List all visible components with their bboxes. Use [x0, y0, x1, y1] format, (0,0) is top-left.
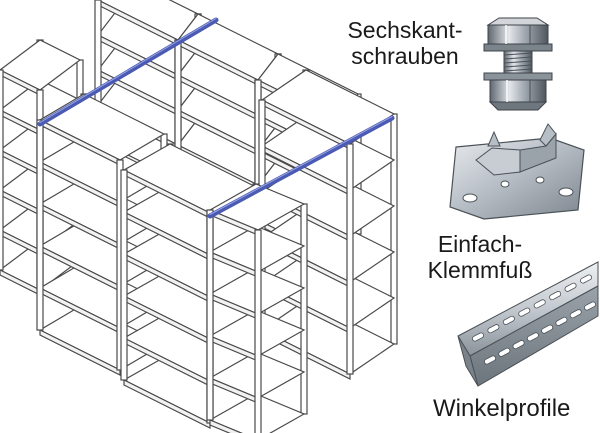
front-c-post-back-right — [300, 203, 308, 415]
connector-bar-rear-highlight — [39, 18, 217, 123]
angle-slot-bottom — [484, 355, 496, 365]
front-c-post-front-left — [206, 209, 214, 421]
front-a-shelf-lip-0 — [39, 329, 121, 376]
front-c-post-front-right — [254, 229, 262, 433]
side-right-post-back-right — [390, 113, 398, 345]
angle-slot-top — [564, 282, 577, 292]
angle-slot-top — [518, 307, 531, 317]
angle-slot-bottom — [584, 301, 596, 311]
hex-bolt-icon — [483, 17, 553, 111]
connector-bar-front-highlight — [209, 116, 393, 215]
hex-bolts-label: Sechskant- schrauben — [340, 17, 470, 70]
angle-slot-bottom — [512, 340, 525, 350]
hex-bolts-label-line2: schrauben — [351, 42, 459, 69]
front-b-post-front-left — [120, 169, 128, 381]
clamp-foot-label: Einfach- Klemmfuß — [410, 231, 550, 284]
angle-slot-top — [533, 299, 546, 309]
clamp-foot-icon — [449, 123, 585, 220]
connector-bar-front — [207, 115, 395, 219]
connector-bar-rear — [37, 17, 219, 127]
angle-slot-bottom — [498, 347, 511, 357]
clamp-foot-label-line1: Einfach- — [437, 231, 523, 257]
front-a-post-front-left — [36, 119, 44, 331]
angle-slot-bottom — [569, 309, 582, 319]
angle-profile-label: Winkelprofile — [433, 395, 598, 423]
front-b-shelf-lip-0 — [123, 379, 211, 429]
angle-slot-top — [502, 315, 515, 325]
side-right-post-front-right — [346, 143, 354, 375]
angle-slot-bottom — [541, 324, 554, 334]
angle-slot-top — [472, 332, 484, 342]
clamp-foot-label-line2: Klemmfuß — [427, 256, 533, 283]
angle-profile-icon — [457, 261, 599, 387]
angle-slot-top — [549, 291, 562, 301]
angle-slot-top — [487, 324, 500, 334]
front-c-shelf-lip-0 — [209, 419, 243, 433]
angle-slot-bottom — [555, 316, 568, 326]
hex-bolts-label-line1: Sechskant- — [347, 17, 463, 43]
left-a-shelf-5 — [0, 39, 82, 91]
shelving-unit-icon — [0, 0, 398, 433]
angle-slot-bottom — [526, 332, 539, 342]
angle-profile-label-line1: Winkelprofile — [433, 395, 571, 422]
angle-slot-top — [580, 274, 592, 284]
left-a-post-front-left — [0, 69, 4, 271]
